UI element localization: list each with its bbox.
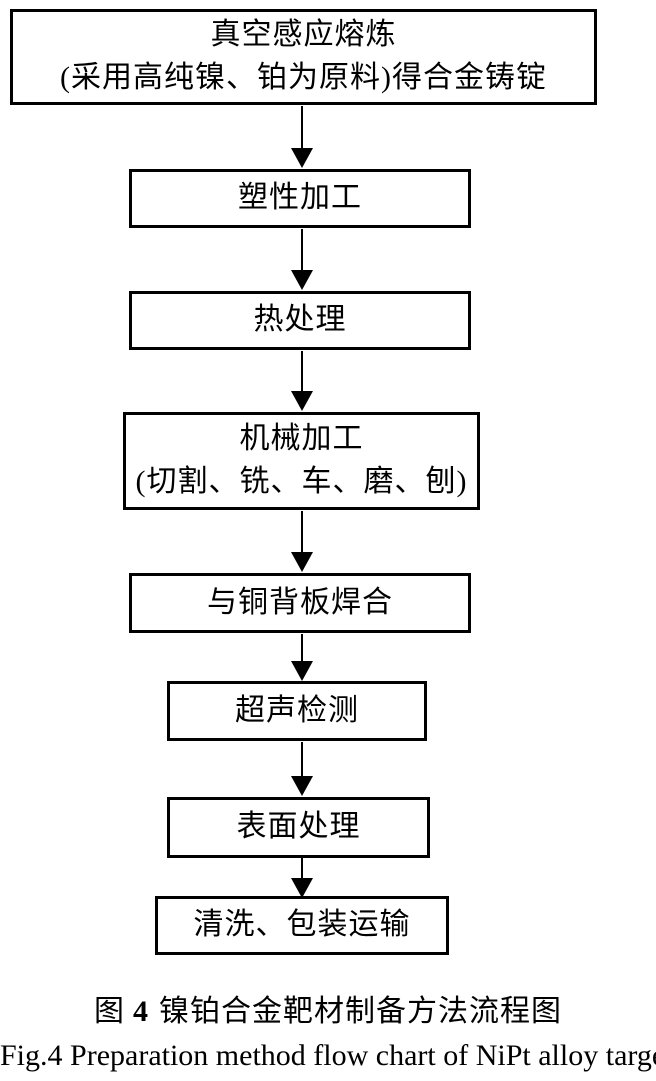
arrow-shaft bbox=[300, 106, 304, 148]
arrow-shaft bbox=[300, 351, 304, 391]
down-arrow-connector-2 bbox=[290, 229, 314, 290]
arrow-shaft bbox=[300, 742, 304, 776]
figure-number: 4 bbox=[133, 995, 149, 1028]
arrow-shaft bbox=[300, 634, 304, 661]
arrow-shaft bbox=[300, 511, 304, 552]
flow-step-label: 机械加工 bbox=[239, 422, 364, 456]
flow-step-label: 超声检测 bbox=[235, 693, 359, 727]
arrow-shaft bbox=[300, 858, 304, 878]
down-arrow-connector-7 bbox=[290, 858, 314, 898]
flow-step-vacuum-induction-melting: 真空感应熔炼 (采用高纯镍、铂为原料)得合金铸锭 bbox=[10, 9, 597, 105]
down-arrow-connector-5 bbox=[290, 634, 314, 681]
flow-step-label: 真空感应熔炼 bbox=[210, 18, 397, 52]
flow-step-sublabel: (采用高纯镍、铂为原料)得合金铸锭 bbox=[60, 61, 547, 94]
arrowhead-down-icon bbox=[291, 878, 313, 898]
flow-step-machining: 机械加工 (切割、铣、车、磨、刨) bbox=[123, 412, 480, 510]
figure-caption-english: Fig.4 Preparation method flow chart of N… bbox=[0, 1039, 656, 1072]
down-arrow-connector-3 bbox=[290, 351, 314, 411]
flow-step-label: 热处理 bbox=[253, 303, 347, 337]
arrow-shaft bbox=[300, 229, 304, 270]
arrowhead-down-icon bbox=[291, 661, 313, 681]
figure-title-zh: 镍铂合金靶材制备方法流程图 bbox=[159, 995, 562, 1028]
arrowhead-down-icon bbox=[291, 776, 313, 796]
down-arrow-connector-4 bbox=[290, 511, 314, 572]
arrowhead-down-icon bbox=[291, 552, 313, 572]
arrowhead-down-icon bbox=[291, 148, 313, 168]
flow-step-label: 塑性加工 bbox=[238, 181, 362, 215]
flow-step-plastic-working: 塑性加工 bbox=[129, 169, 471, 228]
flow-step-label: 表面处理 bbox=[236, 810, 361, 844]
figure-label-zh: 图 bbox=[94, 995, 125, 1028]
down-arrow-connector-6 bbox=[290, 742, 314, 796]
flow-step-sublabel: (切割、铣、车、磨、刨) bbox=[135, 465, 468, 498]
flow-step-ultrasonic-inspection: 超声检测 bbox=[167, 681, 427, 741]
down-arrow-connector-1 bbox=[290, 106, 314, 168]
arrowhead-down-icon bbox=[291, 391, 313, 411]
flow-step-heat-treatment: 热处理 bbox=[129, 291, 471, 350]
flow-step-cleaning-packaging-transport: 清洗、包装运输 bbox=[155, 896, 449, 955]
flow-step-label: 与铜背板焊合 bbox=[207, 585, 393, 619]
flow-step-weld-to-copper-backing-plate: 与铜背板焊合 bbox=[129, 573, 471, 633]
flow-step-surface-treatment: 表面处理 bbox=[167, 797, 430, 858]
arrowhead-down-icon bbox=[291, 270, 313, 290]
flow-step-label: 清洗、包装运输 bbox=[193, 908, 411, 942]
